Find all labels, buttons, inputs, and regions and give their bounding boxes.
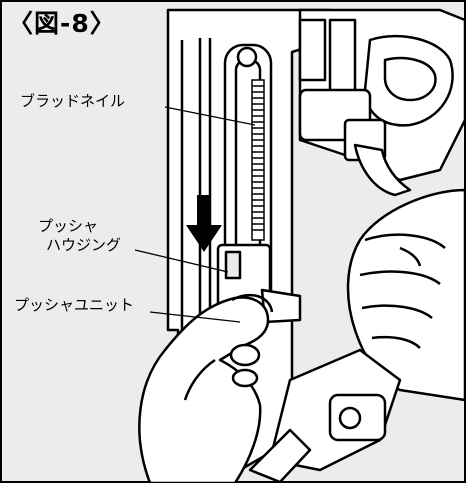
left-hand <box>138 293 274 483</box>
leader-pusher-housing <box>134 249 229 273</box>
leader-lines <box>134 106 256 323</box>
nailer-body <box>298 8 466 197</box>
pusher-housing <box>216 243 302 324</box>
leader-pusher-unit <box>149 311 241 323</box>
figure-number: 〈図-8〉 <box>8 9 116 38</box>
brad-nail-strip <box>251 79 265 241</box>
label-brad-nail: ブラッドネイル <box>20 92 126 110</box>
leader-brad-nail <box>164 106 256 126</box>
label-pusher-unit: プッシャユニット <box>14 296 135 314</box>
down-arrow-icon <box>186 195 222 252</box>
right-hand <box>346 188 466 402</box>
label-pusher-housing-line2: ハウジング <box>46 236 122 254</box>
label-pusher-housing-line1: プッシャ <box>38 217 99 235</box>
lower-assembly <box>248 348 402 483</box>
